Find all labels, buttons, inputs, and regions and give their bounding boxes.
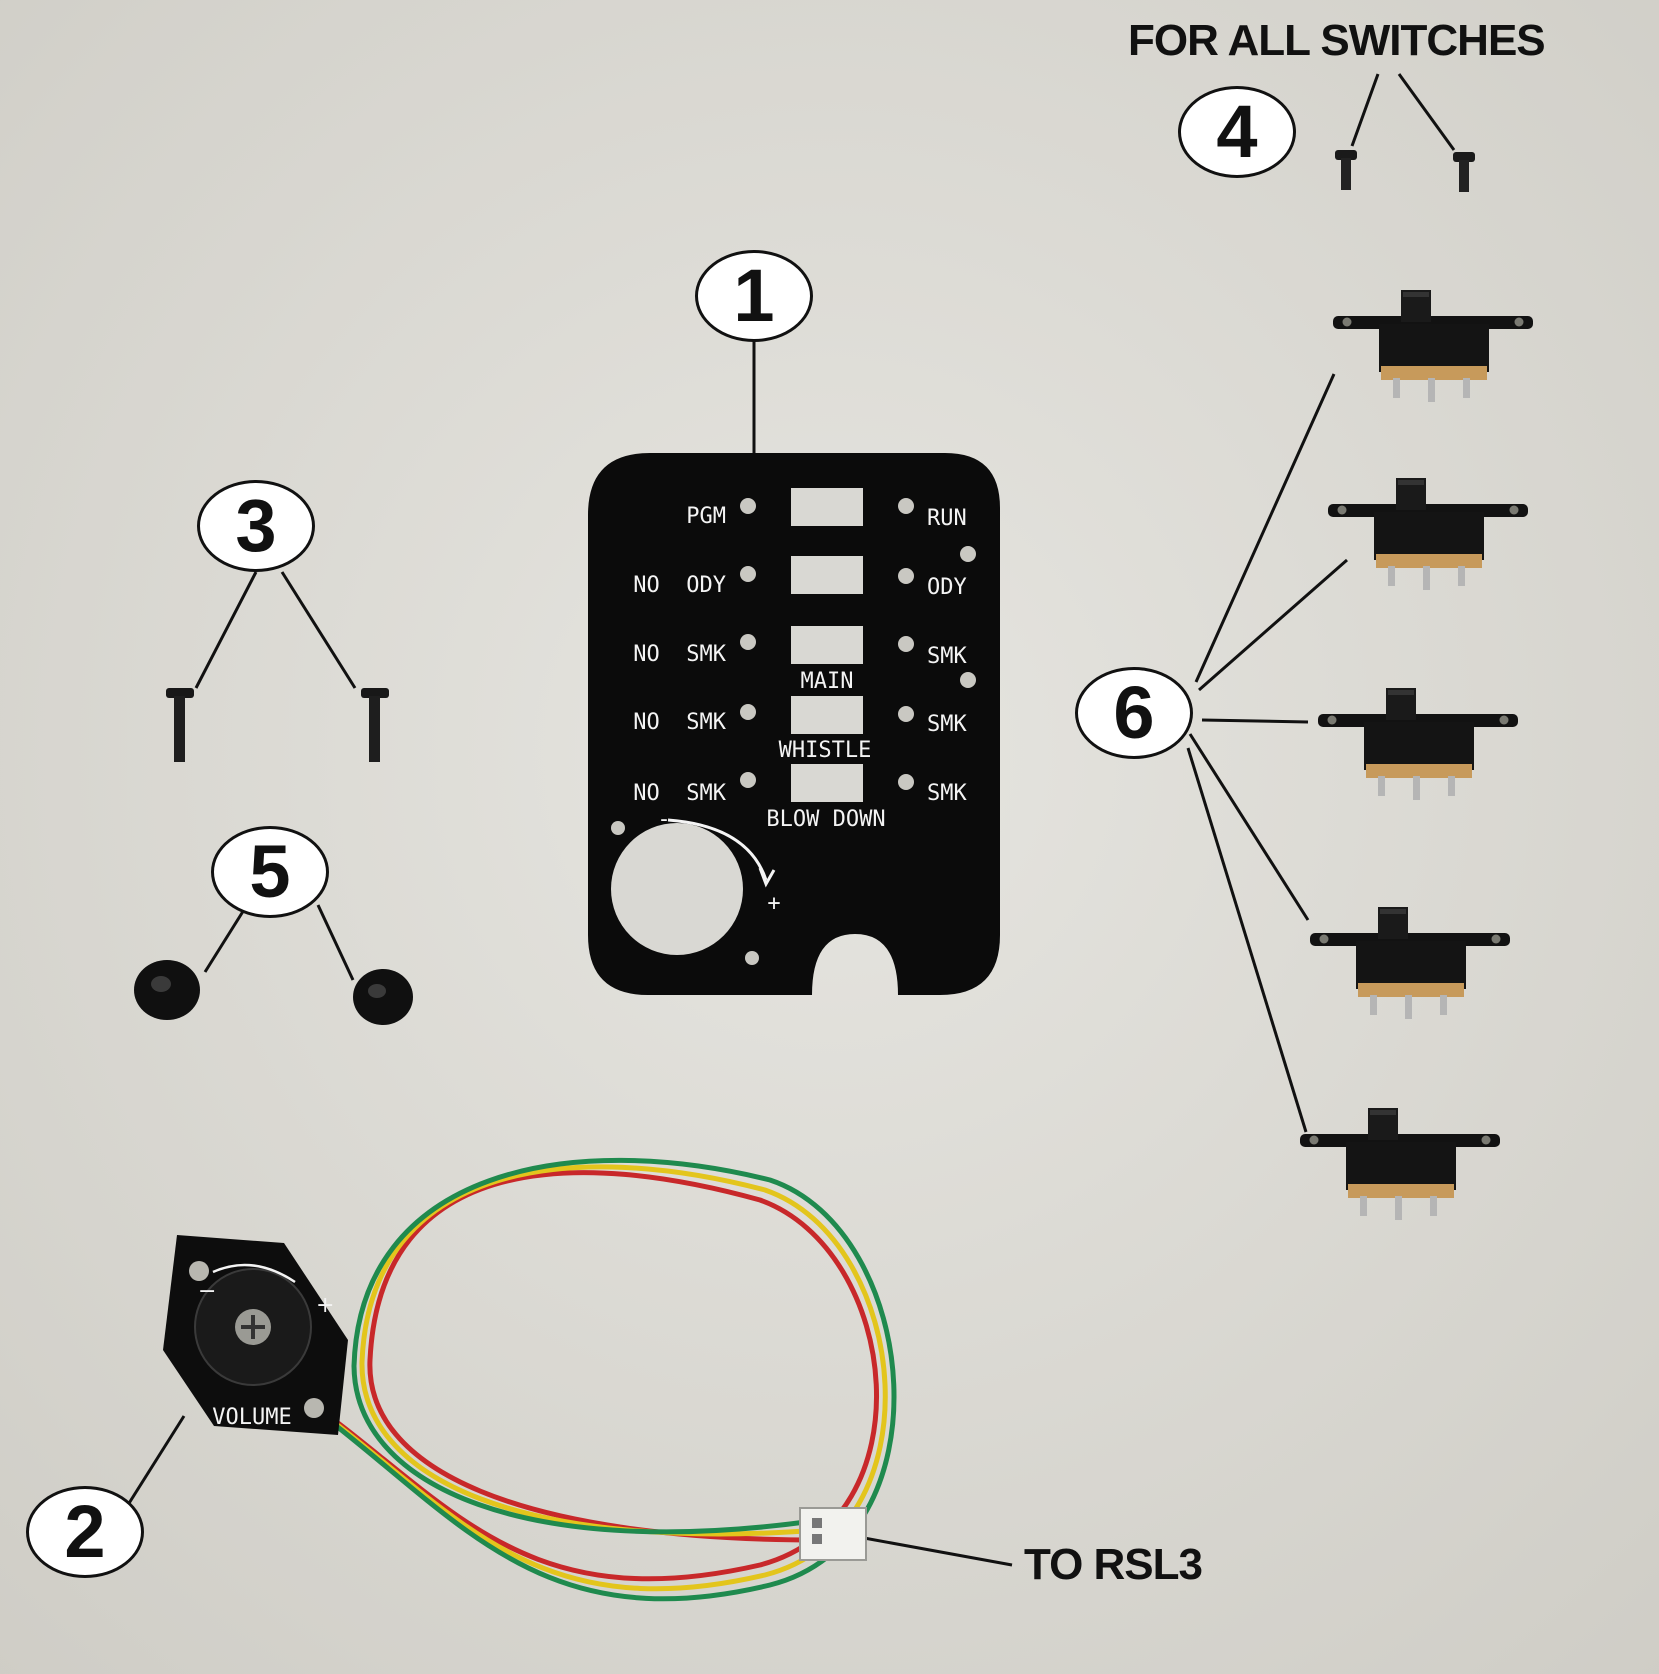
leader-lines xyxy=(124,73,1456,1567)
callout-6: 6 xyxy=(1075,667,1193,759)
dial-minus-sign: - xyxy=(657,807,670,832)
volume-minus-sign: − xyxy=(198,1279,216,1304)
label-main: MAIN xyxy=(801,669,854,694)
callout-1: 1 xyxy=(695,250,813,342)
label-ody: ODY xyxy=(927,575,967,600)
callout-2: 2 xyxy=(26,1486,144,1578)
label-pgm: PGM xyxy=(686,504,726,529)
label-no-smk-main: NO SMK xyxy=(633,642,726,667)
callout-5: 5 xyxy=(211,826,329,918)
volume-label: VOLUME xyxy=(212,1405,291,1430)
label-no-smk-whistle: NO SMK xyxy=(633,710,726,735)
callout-3: 3 xyxy=(197,480,315,572)
label-run: RUN xyxy=(927,506,967,531)
dial-plus-sign: + xyxy=(767,891,780,916)
switch-windows xyxy=(791,488,863,802)
label-blow-down: BLOW DOWN xyxy=(766,807,885,832)
label-smk-whistle: SMK xyxy=(927,712,967,737)
jst-connector xyxy=(799,1507,867,1561)
faceplate-screws xyxy=(166,688,389,762)
volume-pot-board: − + VOLUME xyxy=(163,1235,348,1435)
spacers xyxy=(134,960,413,1025)
label-no-smk-blowdown: NO SMK xyxy=(633,781,726,806)
callout-4: 4 xyxy=(1178,86,1296,178)
volume-plus-sign: + xyxy=(316,1293,334,1318)
mounting-holes xyxy=(611,498,976,965)
for-all-switches-note: FOR ALL SWITCHES xyxy=(1128,16,1546,65)
volume-knob-hole xyxy=(611,823,743,955)
switch-faceplate: PGM NO ODY NO SMK NO SMK NO SMK RUN ODY … xyxy=(588,453,1000,995)
label-whistle: WHISTLE xyxy=(779,738,872,763)
label-no-ody: NO ODY xyxy=(633,573,726,598)
to-rsl3-label: TO RSL3 xyxy=(1024,1540,1203,1589)
label-smk-blowdown: SMK xyxy=(927,781,967,806)
switch-screws xyxy=(1335,150,1475,192)
wire-harness xyxy=(298,1157,897,1602)
label-smk-main: SMK xyxy=(927,644,967,669)
